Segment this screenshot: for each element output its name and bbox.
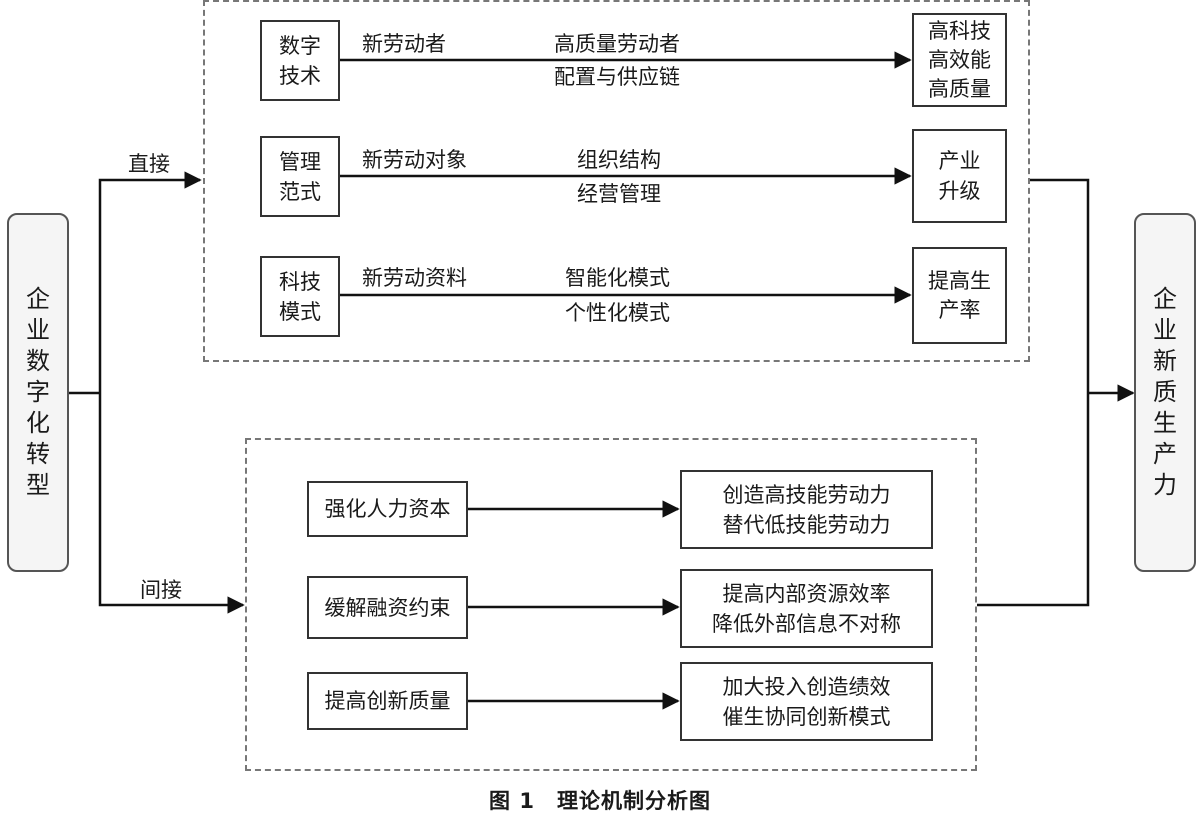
indirect-row-1-source: 强化人力资本 — [307, 481, 468, 537]
direct-row-2-path-top: 组织结构 — [577, 148, 661, 172]
direct-branch-arrow — [98, 171, 202, 393]
direct-row-2-outcome: 产业升级 — [912, 129, 1007, 223]
target-label: 企业新质生产力 — [1153, 285, 1177, 499]
direct-row-3-mediator: 新劳动资料 — [362, 266, 467, 290]
direct-row-1-path-bottom: 配置与供应链 — [554, 65, 680, 89]
indirect-row-2-outcome: 提高内部资源效率 降低外部信息不对称 — [680, 569, 933, 648]
indirect-row-1-outcome: 创造高技能劳动力 替代低技能劳动力 — [680, 470, 933, 549]
direct-row-2-source: 管理范式 — [260, 136, 340, 217]
direct-row-3-path-top: 智能化模式 — [565, 266, 670, 290]
direct-row-1-mediator: 新劳动者 — [362, 32, 446, 56]
indirect-branch-arrow — [98, 393, 245, 614]
direct-row-3-path-bottom: 个性化模式 — [565, 301, 670, 325]
direct-row-1-path-top: 高质量劳动者 — [554, 32, 680, 56]
direct-row-2-mediator: 新劳动对象 — [362, 148, 467, 172]
indirect-row-3-source: 提高创新质量 — [307, 672, 468, 730]
direct-row-2-path-bottom: 经营管理 — [577, 182, 661, 206]
direct-row-3-source: 科技模式 — [260, 256, 340, 337]
indirect-group — [245, 438, 977, 771]
target-node: 企业新质生产力 — [1134, 213, 1196, 572]
direct-branch-label: 直接 — [128, 152, 170, 176]
source-node: 企业数字化转型 — [7, 213, 69, 572]
direct-row-1-outcome: 高科技高效能高质量 — [912, 13, 1007, 107]
source-label: 企业数字化转型 — [26, 285, 50, 499]
indirect-row-3-outcome: 加大投入创造绩效 催生协同创新模式 — [680, 662, 933, 741]
direct-row-3-outcome: 提高生产率 — [912, 247, 1007, 344]
indirect-branch-label: 间接 — [140, 578, 182, 602]
direct-row-1-source: 数字技术 — [260, 20, 340, 101]
indirect-row-2-source: 缓解融资约束 — [307, 576, 468, 639]
figure-caption: 图 1 理论机制分析图 — [489, 789, 711, 813]
direct-group — [203, 0, 1030, 362]
